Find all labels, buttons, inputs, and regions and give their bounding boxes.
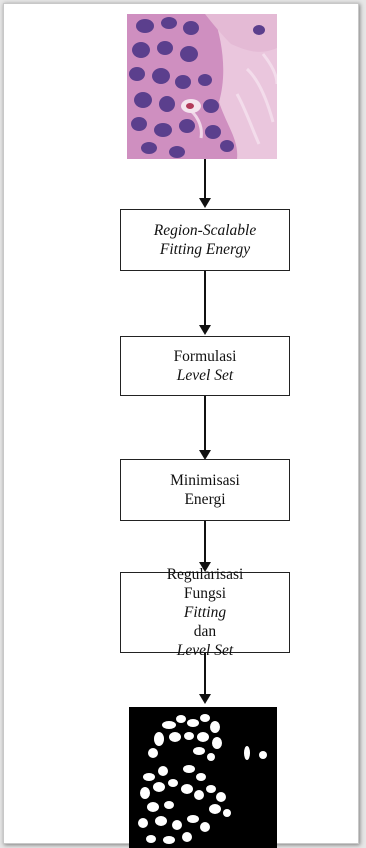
output-segmentation-image [129,707,277,848]
step-2-line-2: Level Set [177,366,233,385]
step-4-line-2-text-a: Fungsi [183,585,227,602]
step-4-line-1: Regularisasi [167,565,244,584]
connector-line [204,521,206,566]
step-2-line-1: Formulasi [174,347,237,366]
connector-line [204,159,206,201]
step-box-region-scalable: Region-Scalable Fitting Energy [120,209,290,271]
arrow-head [199,325,211,335]
step-3-line-1-text: Minimisasi [170,472,240,489]
step-4-line-3-text-b: Level Set [176,642,234,659]
arrow-head [199,562,211,572]
step-3-line-2: Energi [184,490,225,509]
arrow-head [199,450,211,460]
step-1-line-1-text: Region-Scalable [153,222,257,239]
step-4-line-3-text-a: dan [193,623,217,640]
step-3-line-2-text: Energi [184,491,226,508]
arrow-head [199,198,211,208]
step-3-line-1: Minimisasi [170,471,240,490]
connector-line [204,271,206,329]
step-4-line-2-text-b: Fitting [183,604,227,621]
connector-line [204,653,206,698]
step-box-formulasi: Formulasi Level Set [120,336,290,396]
step-1-line-1: Region-Scalable [154,221,256,240]
step-4-line-3: dan Level Set [177,622,233,660]
step-4-line-1-text: Regularisasi [166,566,244,583]
step-box-minimisasi: Minimisasi Energi [120,459,290,521]
diagram-canvas: Region-Scalable Fitting Energy Formulasi… [3,3,359,848]
step-2-line-1-text: Formulasi [173,348,237,365]
arrow-head [199,694,211,704]
step-box-regularisasi: Regularisasi Fungsi Fitting dan Level Se… [120,566,290,659]
step-2-line-2-text: Level Set [176,367,234,384]
input-histology-image [127,14,277,159]
step-1-line-2-text: Fitting Energy [159,241,251,258]
step-1-line-2: Fitting Energy [160,240,250,259]
step-4-line-2: Fungsi Fitting [184,584,226,622]
connector-line [204,396,206,454]
